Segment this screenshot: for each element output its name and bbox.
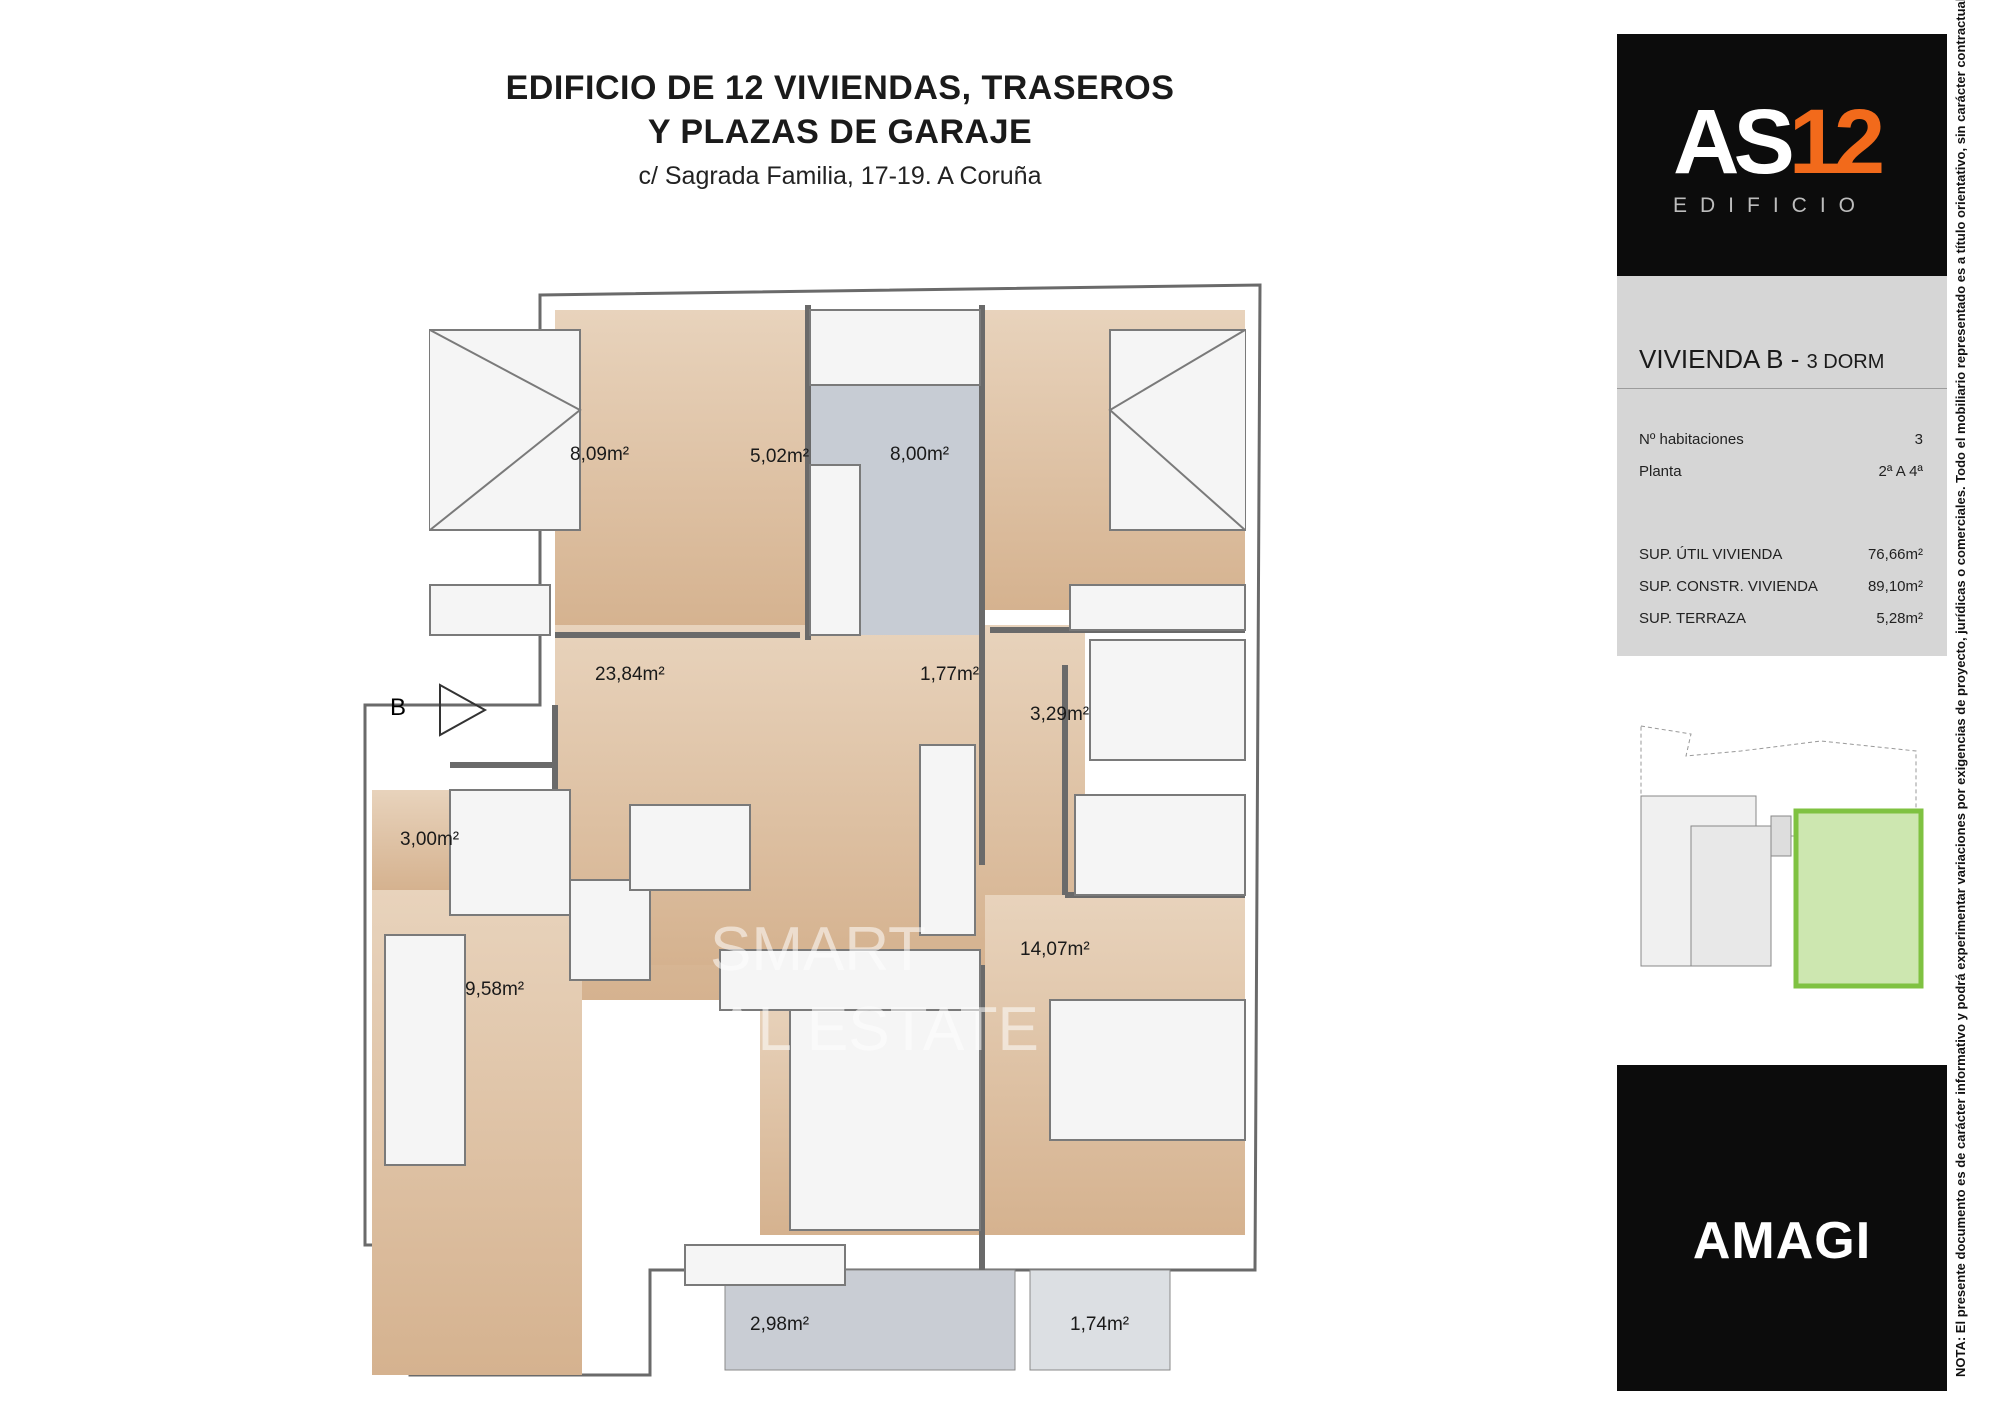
surface-row: SUP. CONSTR. VIVIENDA 89,10m²	[1639, 578, 1923, 595]
document-header: EDIFICIO DE 12 VIVIENDAS, TRASEROS Y PLA…	[440, 66, 1240, 191]
surface-label: SUP. TERRAZA	[1639, 610, 1746, 627]
terrace-1-floor	[724, 1269, 1016, 1371]
room-labels: 8,09m² 5,02m² 8,00m² 23,84m² 1,77m² 3,29…	[400, 444, 1129, 1335]
surface-value: 5,28m²	[1876, 610, 1923, 627]
room-area: 9,58m²	[465, 979, 524, 1000]
surface-label: SUP. CONSTR. VIVIENDA	[1639, 578, 1818, 595]
room-area: 1,74m²	[1070, 1314, 1129, 1335]
room-area: 5,02m²	[750, 446, 809, 467]
spec-value: 3	[1914, 431, 1923, 448]
furniture	[384, 309, 1246, 1286]
surface-value: 76,66m²	[1867, 546, 1923, 563]
info-panel: VIVIENDA B - 3 DORM Nº habitaciones 3 Pl…	[1617, 276, 1947, 656]
room-area: 1,77m²	[920, 664, 979, 685]
amagi-logo: AMAGI	[1692, 1212, 1872, 1270]
room-area: 2,98m²	[750, 1314, 809, 1335]
as12-logo: AS12	[1673, 96, 1885, 188]
terrace-2-floor	[1029, 1269, 1171, 1371]
logo-panel: AS12 EDIFICIO	[1617, 34, 1947, 276]
entrance-arrow-icon	[439, 683, 488, 737]
surface-row: SUP. TERRAZA 5,28m²	[1639, 610, 1923, 627]
spec-row: Planta 2ª A 4ª	[1639, 463, 1923, 480]
logo-as: AS	[1673, 91, 1795, 193]
vivienda-title: VIVIENDA B - 3 DORM	[1639, 344, 1884, 375]
floor-plan: B SMART REAL ESTATE 8,09m² 5,02m² 8,00m²…	[363, 283, 1262, 1377]
room-area: 8,09m²	[570, 444, 629, 465]
spec-row: Nº habitaciones 3	[1639, 431, 1923, 448]
surface-label: SUP. ÚTIL VIVIENDA	[1639, 546, 1783, 563]
room-area: 8,00m²	[890, 444, 949, 465]
room-area: 23,84m²	[595, 664, 665, 685]
title-line-2: Y PLAZAS DE GARAJE	[647, 113, 1033, 151]
vivienda-title-main: VIVIENDA B -	[1639, 344, 1807, 374]
room-area: 3,29m²	[1030, 704, 1089, 725]
address: c/ Sagrada Familia, 17-19. A Coruña	[638, 162, 1042, 190]
sidebar: AS12 EDIFICIO VIVIENDA B - 3 DORM Nº hab…	[1617, 34, 1947, 1391]
watermark-line-1: SMART	[710, 915, 926, 984]
room-area: 3,00m²	[400, 829, 459, 850]
key-plan-thumbnail	[1640, 725, 1924, 989]
surface-row: SUP. ÚTIL VIVIENDA 76,66m²	[1639, 546, 1923, 563]
spec-label: Planta	[1639, 463, 1682, 480]
watermark-line-2: REAL ESTATE	[630, 995, 1039, 1064]
brand-panel: AMAGI	[1617, 1065, 1947, 1391]
divider	[1617, 388, 1947, 389]
legal-note: NOTA: El presente documento es de caráct…	[1953, 0, 1968, 1377]
vivienda-title-sub: 3 DORM	[1806, 351, 1885, 373]
logo-subtitle: EDIFICIO	[1673, 194, 1869, 217]
room-area: 14,07m²	[1020, 939, 1090, 960]
entrance-label: B	[390, 694, 406, 721]
spec-label: Nº habitaciones	[1639, 431, 1744, 448]
title-line-1: EDIFICIO DE 12 VIVIENDAS, TRASEROS	[505, 69, 1175, 107]
spec-value: 2ª A 4ª	[1878, 463, 1923, 480]
surface-value: 89,10m²	[1867, 578, 1923, 595]
watermark: SMART REAL ESTATE	[630, 915, 1039, 1064]
logo-12: 12	[1788, 91, 1885, 193]
highlighted-unit	[1793, 808, 1924, 989]
